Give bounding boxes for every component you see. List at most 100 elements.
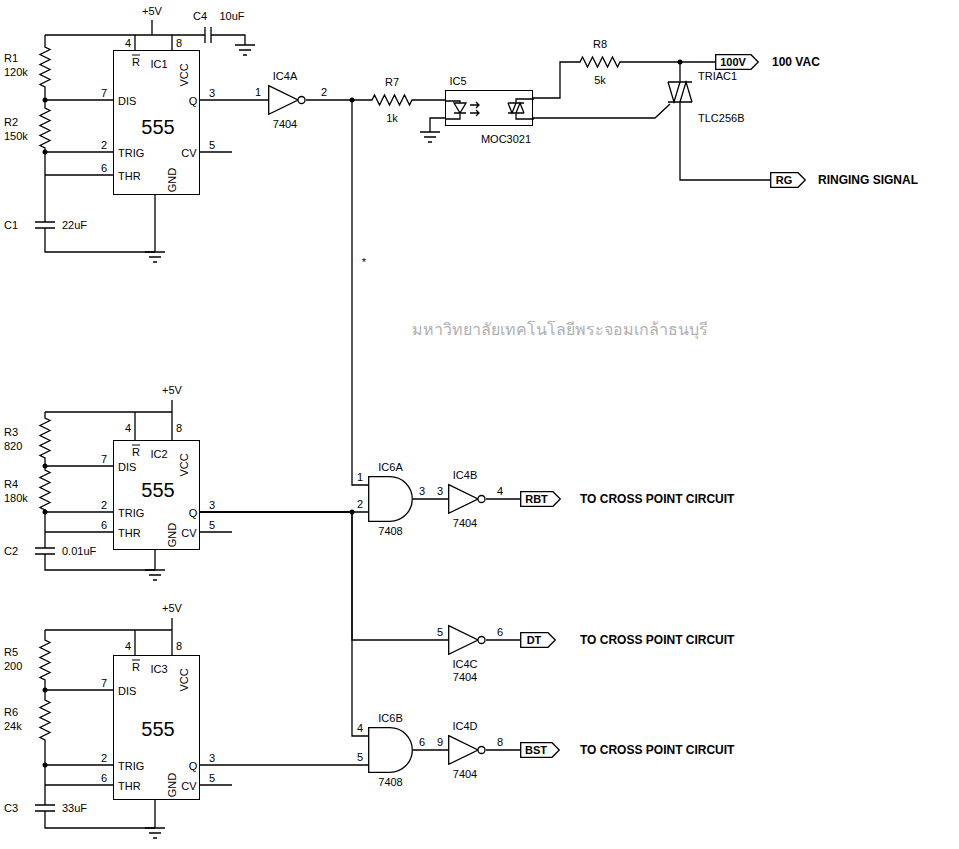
- pin-name: TRIG: [118, 148, 144, 159]
- component-label: R1: [4, 53, 18, 64]
- component-label: R6: [4, 707, 18, 718]
- timer-ic: IC2555RDISTRIGTHRVCCQCVGND: [113, 440, 200, 550]
- offpage-connector: RG: [770, 172, 806, 188]
- connector-name: DT: [527, 635, 542, 646]
- part-label: 7408: [378, 777, 402, 788]
- ground-wire: [430, 118, 445, 132]
- component-label: 1k: [386, 113, 398, 124]
- signal-wire: [413, 749, 448, 750]
- capacitor-symbol: [205, 27, 245, 45]
- pin-number: 3: [209, 88, 215, 99]
- pin-name: GND: [167, 168, 178, 192]
- component-label: 150k: [4, 131, 28, 142]
- pin-number: 3: [209, 500, 215, 511]
- part-label: 7404: [453, 769, 477, 780]
- inverter-gate-outline: [448, 735, 486, 765]
- pin-number: 2: [101, 140, 107, 151]
- pin-number: 2: [321, 87, 327, 98]
- component-label: TRIAC1: [698, 71, 737, 82]
- and-gate: IC6B7408: [368, 727, 413, 773]
- part-label: IC4D: [452, 721, 477, 732]
- pin-number: 6: [419, 737, 425, 748]
- pin-number: 4: [125, 423, 131, 434]
- pin-name: DIS: [118, 462, 136, 473]
- pin-number: 3: [419, 486, 425, 497]
- supply-wire: [45, 618, 172, 655]
- inverter-gate: IC4A7404: [268, 85, 306, 115]
- part-label: 7404: [273, 119, 297, 130]
- pin-number: 3: [209, 753, 215, 764]
- part-label: IC1: [150, 59, 167, 70]
- pin-name: TRIG: [118, 508, 144, 519]
- part-label: IC6A: [378, 462, 402, 473]
- optocoupler-box: IC5MOC3021: [445, 90, 533, 126]
- pin-name: TRIG: [118, 761, 144, 772]
- pin-name: VCC: [179, 63, 190, 86]
- component-label: TO CROSS POINT CIRCUIT: [580, 493, 734, 505]
- connector-name: RBT: [525, 494, 548, 505]
- component-label: R3: [4, 427, 18, 438]
- optocoupler-box-outline: [446, 91, 534, 127]
- pin-name: THR: [118, 528, 141, 539]
- component-label: 200: [4, 661, 22, 672]
- component-label: TLC256B: [698, 113, 744, 124]
- inverter-gate-outline: [448, 484, 486, 514]
- pin-number: 4: [125, 641, 131, 652]
- component-label: 33uF: [62, 803, 87, 814]
- pin-number: 6: [497, 627, 503, 638]
- component-label: +5V: [142, 6, 162, 17]
- pin-number: 7: [101, 454, 107, 465]
- component-label: +5V: [162, 385, 182, 396]
- component-label: C3: [4, 803, 18, 814]
- offpage-connector: DT: [520, 632, 556, 648]
- inverter-gate: IC4D7404: [448, 735, 486, 765]
- component-label: R2: [4, 117, 18, 128]
- component-label: C4: [193, 11, 207, 22]
- connector-name: BST: [525, 745, 547, 756]
- signal-wire: [306, 100, 368, 485]
- pin-number: 4: [125, 38, 131, 49]
- part-label: IC5: [449, 76, 466, 87]
- part-label: R: [132, 57, 140, 68]
- pin-number: 1: [357, 472, 363, 483]
- pin-name: CV: [181, 148, 196, 159]
- pin-number: 6: [101, 520, 107, 531]
- pin-name: CV: [181, 781, 196, 792]
- pin-name: Q: [189, 96, 198, 107]
- triac-symbol: [533, 62, 770, 180]
- pin-number: 1: [255, 87, 261, 98]
- component-label: 0.01uF: [62, 546, 96, 557]
- inverter-gate-outline: [448, 625, 486, 655]
- pin-number: 8: [497, 737, 503, 748]
- component-label: 100 VAC: [772, 56, 820, 68]
- component-label: C1: [4, 220, 18, 231]
- timer-ic: IC3555RDISTRIGTHRVCCQCVGND: [113, 655, 200, 800]
- component-label: R4: [4, 479, 18, 490]
- pin-name: VCC: [179, 668, 190, 691]
- and-gate: IC6A7408: [368, 476, 413, 522]
- signal-wire: [200, 764, 368, 765]
- part-label: R: [132, 447, 140, 458]
- part-label: IC4A: [273, 71, 297, 82]
- component-label: R8: [593, 39, 607, 50]
- pin-name: Q: [189, 761, 198, 772]
- component-label: TO CROSS POINT CIRCUIT: [580, 634, 734, 646]
- component-label: 120k: [4, 67, 28, 78]
- component-label: R5: [4, 647, 18, 658]
- inverter-gate: IC4C7404: [448, 625, 486, 655]
- offpage-connector: 100V: [715, 54, 759, 70]
- connector-name: RG: [776, 175, 793, 186]
- component-label: 180k: [4, 493, 28, 504]
- component-label: 820: [4, 441, 22, 452]
- part-label: 555: [141, 117, 174, 137]
- pin-number: 8: [176, 38, 182, 49]
- part-label: IC6B: [378, 713, 402, 724]
- component-label: 10uF: [219, 11, 244, 22]
- part-label: 555: [141, 480, 174, 500]
- pin-number: 3: [437, 486, 443, 497]
- timer-ic: IC1555RDISTRIGTHRVCCQCVGND: [113, 50, 200, 195]
- part-label: IC3: [150, 664, 167, 675]
- part-label: 555: [141, 719, 174, 739]
- part-label: IC4B: [453, 470, 477, 481]
